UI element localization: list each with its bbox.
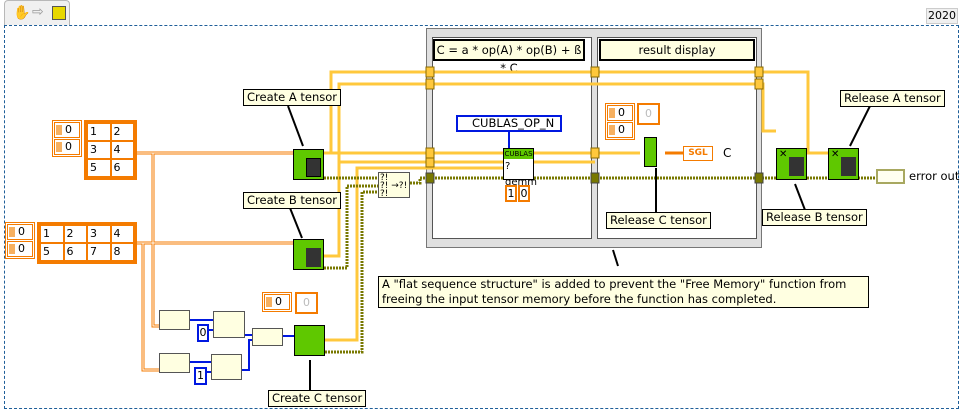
arrow-icon[interactable]: ⇨ <box>32 4 44 20</box>
c-size-index[interactable]: 0 <box>262 292 292 312</box>
error-out-indicator[interactable] <box>876 169 905 184</box>
array-cell[interactable]: 5 <box>88 160 110 176</box>
result-index[interactable]: 0 0 <box>605 103 635 140</box>
close-icon: ✕ <box>831 149 840 160</box>
array-cell[interactable]: 2 <box>64 226 86 242</box>
array-cell[interactable]: 6 <box>64 244 86 260</box>
array-b-index[interactable]: 0 0 <box>5 222 35 259</box>
index-value[interactable]: 0 <box>7 241 33 257</box>
index-value[interactable]: 0 <box>607 122 633 138</box>
diagram-border <box>4 25 959 409</box>
array-cell[interactable]: 7 <box>88 244 110 260</box>
flat-sequence-structure[interactable]: C = a * op(A) * op(B) + ß * C result dis… <box>426 28 762 248</box>
c-indicator-label: C <box>723 146 732 160</box>
index-array-node[interactable] <box>213 311 245 338</box>
create-c-tensor-node[interactable] <box>294 325 325 356</box>
array-cell[interactable]: 1 <box>88 124 110 140</box>
tensor-icon <box>841 157 856 176</box>
dimension-constant[interactable]: 0 <box>197 324 209 342</box>
error-out-label: error out <box>909 169 960 183</box>
release-c-label: Release C tensor <box>606 212 711 229</box>
frame-label: result display <box>599 39 755 61</box>
release-b-tensor-node[interactable]: ✕ <box>776 148 807 180</box>
array-cell[interactable]: 1 <box>41 226 63 242</box>
array-size-node[interactable] <box>159 310 190 330</box>
vi-icon[interactable] <box>52 6 66 20</box>
create-a-tensor-node[interactable] <box>293 149 324 180</box>
close-icon: ✕ <box>779 149 788 160</box>
node-name: ?gemm <box>505 161 537 188</box>
node-header: CUBLAS <box>504 149 533 159</box>
release-a-tensor-node[interactable]: ✕ <box>828 148 859 180</box>
index-value[interactable]: 0 <box>264 294 290 310</box>
release-b-label: Release B tensor <box>762 209 867 226</box>
toolbar-tab: ✋ ⇨ <box>4 0 70 25</box>
array-cell[interactable]: 4 <box>111 226 133 242</box>
index-value[interactable]: 0 <box>54 139 80 155</box>
result-element[interactable]: 0 <box>637 103 660 125</box>
gemm-constant[interactable]: 0 <box>518 185 530 202</box>
c-indicator[interactable]: SGL <box>683 146 713 161</box>
index-array-node[interactable] <box>211 354 242 380</box>
cublas-op-ring[interactable]: CUBLAS_OP_N <box>456 115 562 132</box>
tensor-icon <box>306 158 321 177</box>
build-array-node[interactable] <box>252 328 283 346</box>
frame-label: C = a * op(A) * op(B) + ß * C <box>433 39 585 75</box>
version-label: 2020 <box>926 8 958 24</box>
create-b-label: Create B tensor <box>243 192 342 209</box>
cublas-gemm-node[interactable]: CUBLAS ?gemm <box>503 148 537 188</box>
array-cell[interactable]: 3 <box>88 142 110 158</box>
hand-icon[interactable]: ✋ <box>13 5 31 21</box>
create-c-label: Create C tensor <box>268 390 367 407</box>
array-size-node[interactable] <box>159 353 190 373</box>
release-c-tensor-node[interactable] <box>644 137 657 167</box>
comment: A "flat sequence structure" is added to … <box>378 276 869 308</box>
array-cell[interactable]: 6 <box>111 160 133 176</box>
dimension-constant[interactable]: 1 <box>194 367 207 385</box>
tensor-icon <box>306 248 321 267</box>
array-cell[interactable]: 5 <box>41 244 63 260</box>
array-cell[interactable]: 4 <box>111 142 133 158</box>
error-wire <box>324 176 876 354</box>
index-value[interactable]: 0 <box>607 105 633 121</box>
merge-errors-node[interactable]: ?!?! →?!?! <box>378 172 410 199</box>
array-cell[interactable]: 3 <box>88 226 110 242</box>
index-value[interactable]: 0 <box>54 122 80 138</box>
c-size-element[interactable]: 0 <box>295 292 318 314</box>
tensor-icon <box>789 157 804 176</box>
create-b-tensor-node[interactable] <box>293 239 324 270</box>
index-value[interactable]: 0 <box>7 224 33 240</box>
gemm-constant[interactable]: 1 <box>505 185 517 202</box>
array-cell[interactable]: 8 <box>111 244 133 260</box>
array-cell[interactable]: 2 <box>111 124 133 140</box>
label-arrows <box>287 105 871 391</box>
release-a-label: Release A tensor <box>840 90 945 107</box>
array-a-index[interactable]: 0 0 <box>52 120 82 157</box>
create-a-label: Create A tensor <box>243 89 342 106</box>
